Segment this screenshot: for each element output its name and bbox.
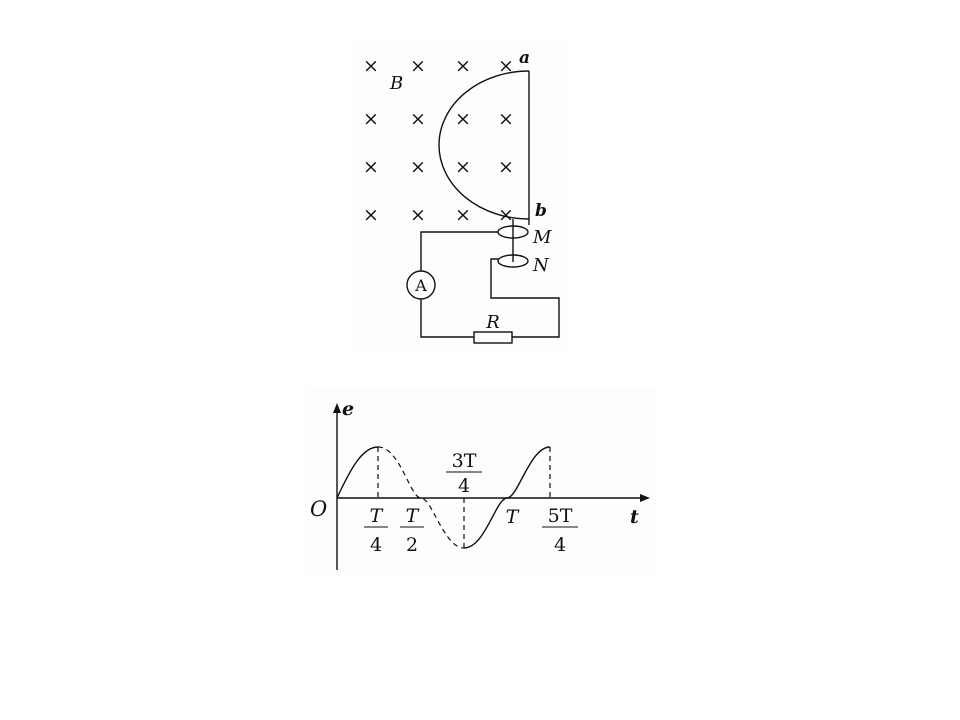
field-cross: × xyxy=(498,55,514,77)
tick-t-over-2: T 2 xyxy=(400,505,424,556)
tick-5t-over-4: 5T 4 xyxy=(542,505,578,556)
resistor xyxy=(473,331,513,344)
y-axis-arrow xyxy=(333,403,341,413)
terminal-a-label: a xyxy=(519,48,530,68)
circuit-svg: × × × × × × × × × × × × × × × × B a b M N A R xyxy=(363,48,560,344)
field-label: B xyxy=(389,73,403,94)
field-cross: × xyxy=(455,204,471,226)
field-cross: × xyxy=(363,108,379,130)
field-cross: × xyxy=(498,108,514,130)
wire-m-to-ammeter xyxy=(420,231,498,271)
ring-m-label: M xyxy=(532,227,552,248)
x-axis-label: t xyxy=(630,506,639,528)
svg-text:4: 4 xyxy=(458,475,470,497)
field-cross: × xyxy=(455,108,471,130)
curve-segment-dashed xyxy=(377,446,465,549)
svg-text:T: T xyxy=(370,505,384,527)
wire-resistor-to-n xyxy=(490,258,560,338)
svg-text:T: T xyxy=(406,505,420,527)
terminal-b-label: b xyxy=(535,201,547,221)
wire-ammeter-to-resistor xyxy=(420,299,474,338)
ammeter-label: A xyxy=(414,276,427,295)
tick-t-over-4: T 4 xyxy=(364,505,388,556)
svg-text:4: 4 xyxy=(370,534,382,556)
x-axis-arrow xyxy=(640,494,650,502)
svg-text:3T: 3T xyxy=(452,450,477,472)
resistor-label: R xyxy=(485,312,500,333)
field-cross: × xyxy=(363,156,379,178)
svg-text:4: 4 xyxy=(554,534,566,556)
slip-ring-n xyxy=(497,254,529,268)
circuit-diagram: × × × × × × × × × × × × × × × × B a b M N A R xyxy=(352,42,566,350)
field-cross: × xyxy=(410,55,426,77)
field-cross: × xyxy=(410,156,426,178)
ring-n-label: N xyxy=(532,255,550,276)
field-cross: × xyxy=(498,204,514,226)
field-cross: × xyxy=(363,55,379,77)
svg-text:5T: 5T xyxy=(548,505,573,527)
field-cross: × xyxy=(363,204,379,226)
svg-text:2: 2 xyxy=(406,534,418,556)
tick-3t-over-4: 3T 4 xyxy=(446,450,482,497)
tick-t: T xyxy=(506,506,520,528)
field-cross: × xyxy=(498,156,514,178)
origin-label: O xyxy=(310,497,327,521)
field-cross: × xyxy=(410,204,426,226)
field-cross: × xyxy=(410,108,426,130)
field-cross: × xyxy=(455,156,471,178)
emf-time-graph: e t O T 4 T 2 3T 4 T 5T 4 xyxy=(306,388,656,576)
field-cross: × xyxy=(455,55,471,77)
curve-segment-1 xyxy=(336,446,379,499)
graph-svg: e t O T 4 T 2 3T 4 T 5T 4 xyxy=(310,398,650,570)
magnetic-field-crosses: × × × × × × × × × × × × × × × × xyxy=(363,55,514,226)
curve-segment-2 xyxy=(463,446,551,549)
y-axis-label: e xyxy=(342,398,354,420)
semicircle-loop xyxy=(438,70,530,220)
